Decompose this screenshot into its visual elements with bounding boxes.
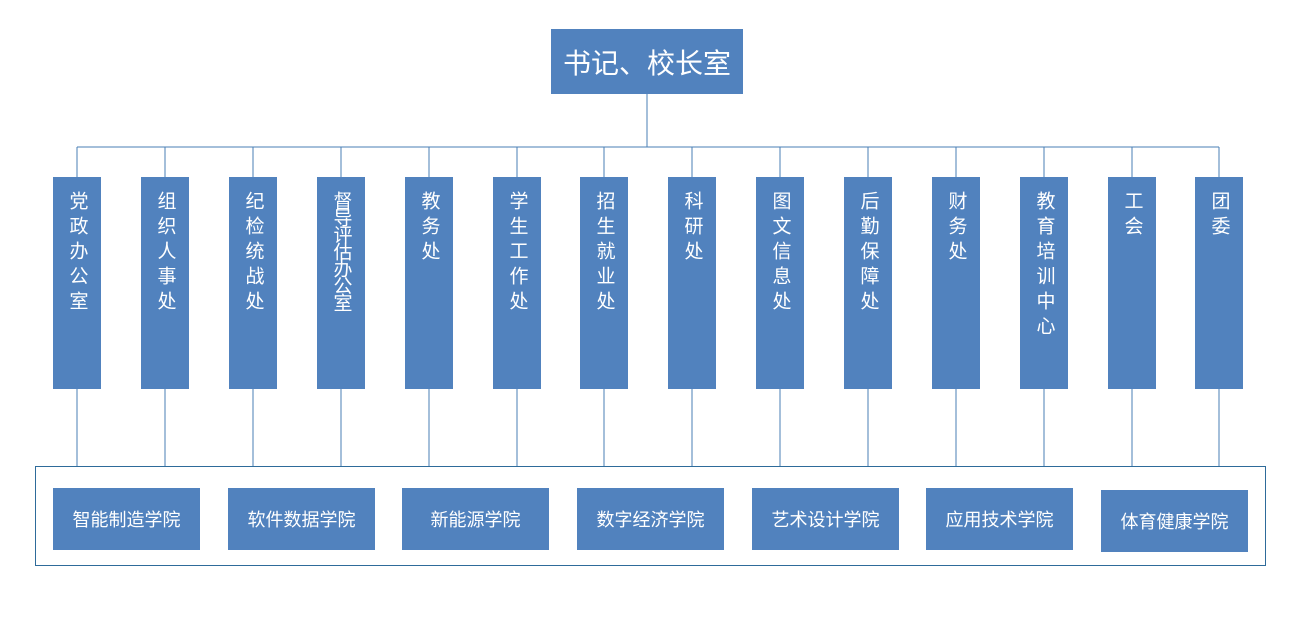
college-node: 智能制造学院 bbox=[53, 488, 200, 550]
department-node: 团委 bbox=[1195, 177, 1243, 389]
department-label: 工会 bbox=[1121, 191, 1144, 241]
department-label: 组织人事处 bbox=[154, 191, 177, 316]
college-label: 数字经济学院 bbox=[596, 510, 705, 531]
college-group-frame bbox=[35, 466, 1266, 566]
department-label: 纪检统战处 bbox=[242, 191, 265, 316]
college-node: 应用技术学院 bbox=[926, 488, 1073, 550]
college-label: 体育健康学院 bbox=[1120, 512, 1229, 533]
department-node: 工会 bbox=[1108, 177, 1156, 389]
college-label: 智能制造学院 bbox=[72, 510, 181, 531]
department-node: 党政办公室 bbox=[53, 177, 101, 389]
department-node: 图文信息处 bbox=[756, 177, 804, 389]
college-node: 数字经济学院 bbox=[577, 488, 724, 550]
department-label: 学生工作处 bbox=[506, 191, 529, 316]
department-label: 团委 bbox=[1208, 191, 1231, 241]
department-label: 招生就业处 bbox=[593, 191, 616, 316]
department-label: 教育培训中心 bbox=[1033, 191, 1056, 341]
department-node: 财务处 bbox=[932, 177, 980, 389]
department-node: 科研处 bbox=[668, 177, 716, 389]
college-node: 新能源学院 bbox=[402, 488, 549, 550]
department-label: 教务处 bbox=[418, 191, 441, 266]
college-node: 艺术设计学院 bbox=[752, 488, 899, 550]
department-node: 教育培训中心 bbox=[1020, 177, 1068, 389]
department-node: 后勤保障处 bbox=[844, 177, 892, 389]
department-node: 招生就业处 bbox=[580, 177, 628, 389]
department-label: 党政办公室 bbox=[66, 191, 89, 316]
department-node: 学生工作处 bbox=[493, 177, 541, 389]
department-label: 科研处 bbox=[681, 191, 704, 266]
department-label: 督导评估办公室 bbox=[330, 191, 353, 310]
department-label: 后勤保障处 bbox=[857, 191, 880, 316]
root-label: 书记、校长室 bbox=[562, 46, 731, 80]
department-label: 图文信息处 bbox=[769, 191, 792, 316]
department-label: 财务处 bbox=[945, 191, 968, 266]
department-node: 教务处 bbox=[405, 177, 453, 389]
department-node: 纪检统战处 bbox=[229, 177, 277, 389]
college-node: 体育健康学院 bbox=[1101, 490, 1248, 552]
department-node: 督导评估办公室 bbox=[317, 177, 365, 389]
college-node: 软件数据学院 bbox=[228, 488, 375, 550]
college-label: 新能源学院 bbox=[430, 510, 521, 531]
root-node: 书记、校长室 bbox=[551, 29, 743, 94]
college-label: 艺术设计学院 bbox=[771, 510, 880, 531]
college-label: 应用技术学院 bbox=[945, 510, 1054, 531]
department-node: 组织人事处 bbox=[141, 177, 189, 389]
college-label: 软件数据学院 bbox=[247, 510, 356, 531]
